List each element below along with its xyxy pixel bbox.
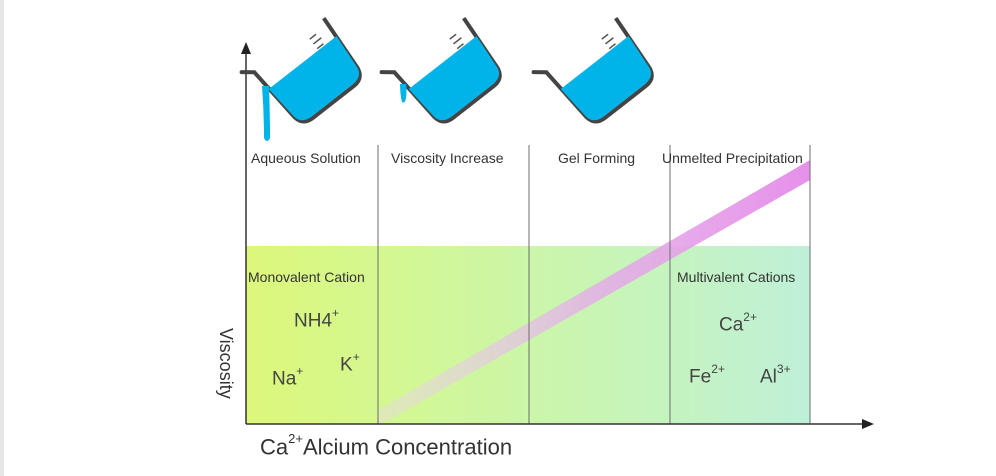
liquid-stream-long — [262, 86, 270, 141]
beaker-icon-gel — [531, 16, 654, 124]
ion-nh4: NH4+ — [294, 306, 340, 332]
ion-na: Na+ — [272, 364, 304, 390]
beaker-icon-viscosity — [379, 16, 502, 124]
stage-label-viscosity: Viscosity Increase — [391, 150, 504, 166]
ion-fe: Fe2+ — [689, 362, 725, 388]
x-axis-arrow — [862, 419, 874, 429]
ion-ca: Ca2+ — [719, 310, 757, 336]
ion-al: Al3+ — [760, 362, 791, 388]
page-left-rule — [0, 0, 4, 476]
liquid-stream-short — [400, 84, 407, 103]
multivalent-cations-label: Multivalent Cations — [677, 269, 796, 285]
stage-label-precipitation: Unmelted Precipitation — [662, 150, 803, 166]
stage-label-gel: Gel Forming — [558, 150, 636, 166]
y-axis-title: Viscosity — [216, 328, 236, 399]
x-axis-title: Ca2+Alcium Concentration — [260, 431, 513, 460]
y-axis-arrow — [241, 42, 251, 54]
monovalent-cation-label: Monovalent Cation — [248, 269, 365, 285]
beaker-icon-aqueous — [239, 16, 362, 124]
ion-k: K+ — [340, 350, 360, 376]
stage-label-aqueous: Aqueous Solution — [251, 150, 361, 166]
viscosity-trend-band — [378, 160, 810, 426]
